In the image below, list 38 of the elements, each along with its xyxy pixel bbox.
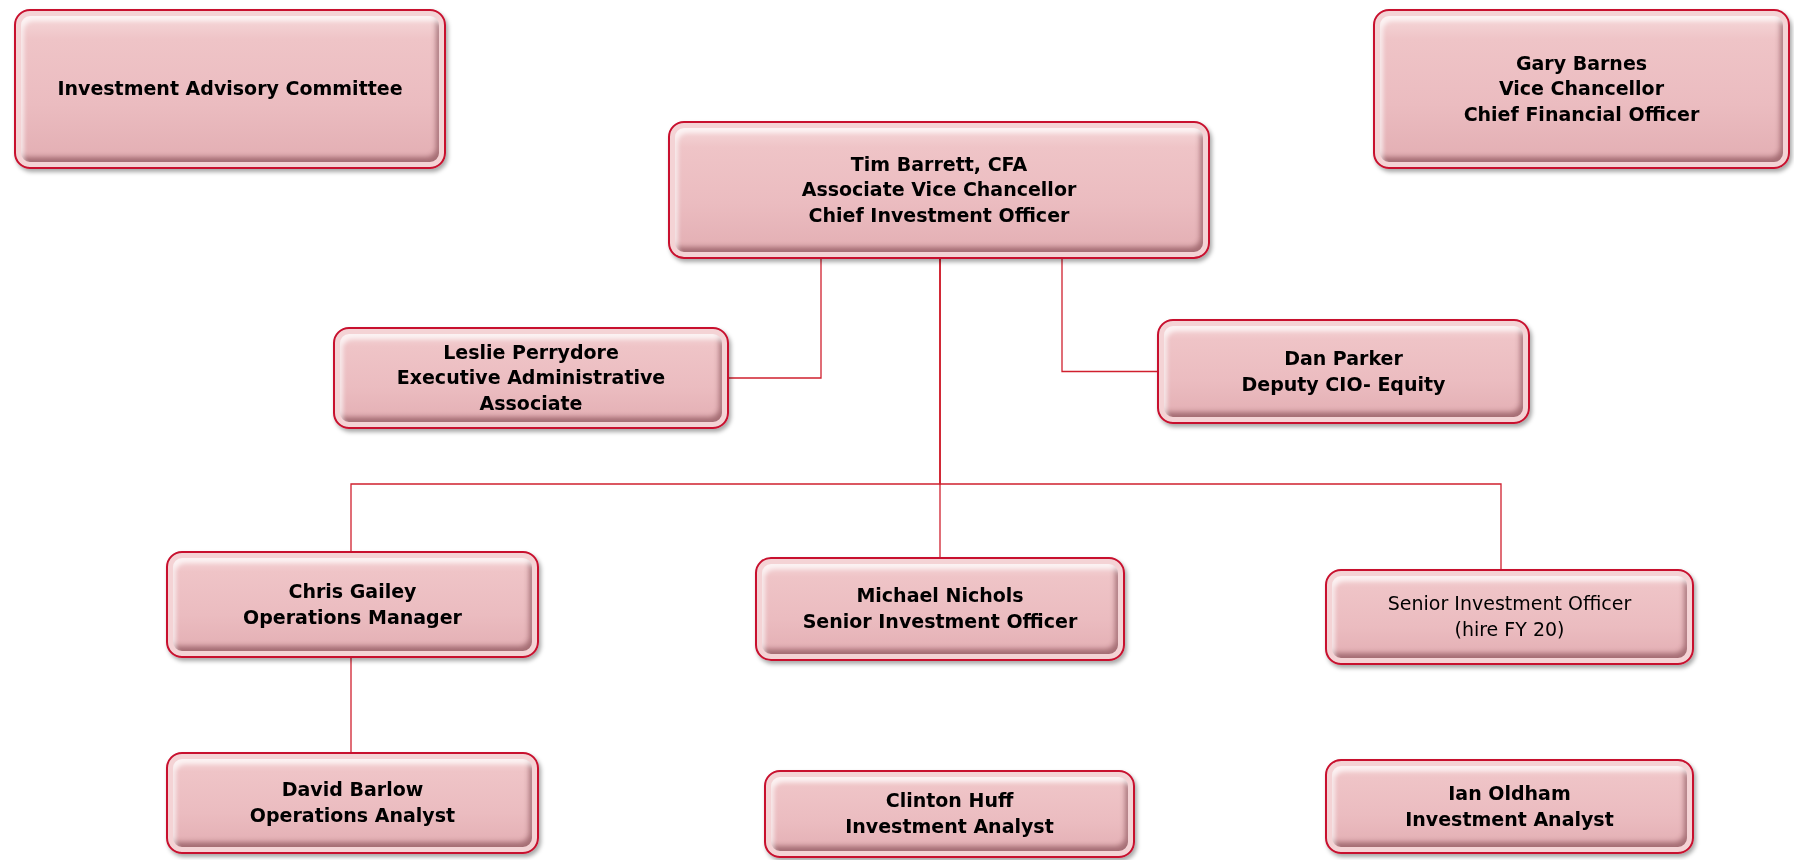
- position-text: Operations Manager: [243, 604, 462, 630]
- position-text: Investment Advisory Committee: [57, 76, 403, 102]
- position-box: [1325, 759, 1694, 854]
- position-text: Gary Barnes: [1515, 50, 1648, 76]
- position-text: Chief Financial Officer: [1463, 101, 1700, 127]
- position-text: Associate Vice Chancellor: [801, 177, 1077, 203]
- position-text: Clinton Huff: [885, 788, 1014, 814]
- connector-line: [1061, 258, 1158, 373]
- position-text: Senior Investment Officer: [802, 609, 1078, 634]
- position-text: Senior Investment Officer: [1387, 591, 1632, 617]
- position-text: Operations Analyst: [249, 803, 456, 828]
- connector-line: [939, 258, 1502, 570]
- position-text: Michael Nichols: [856, 583, 1024, 609]
- position-box: [166, 752, 539, 854]
- position-text: Investment Analyst: [1405, 806, 1614, 832]
- position-text: Vice Chancellor: [1498, 76, 1665, 102]
- position-text: Tim Barrett, CFA: [850, 151, 1028, 177]
- connector-line: [728, 258, 822, 379]
- position-text: Chris Gailey: [288, 578, 417, 604]
- position-box: [166, 551, 539, 658]
- connector-line: [350, 657, 352, 753]
- position-text: Executive Administrative Associate: [395, 365, 667, 416]
- position-text: Dan Parker: [1284, 345, 1403, 371]
- position-text: Deputy CIO- Equity: [1241, 371, 1446, 397]
- position-box: [668, 121, 1210, 259]
- position-box: [333, 327, 729, 429]
- position-box: [755, 557, 1125, 661]
- position-text: Investment Analyst: [845, 814, 1054, 839]
- position-text: (hire FY 20): [1454, 617, 1565, 642]
- position-text: Leslie Perrydore: [443, 339, 619, 365]
- position-box: [1373, 9, 1790, 169]
- position-text: David Barlow: [281, 777, 424, 803]
- position-text: Chief Investment Officer: [808, 202, 1070, 228]
- position-box: [14, 9, 446, 169]
- position-box: [1325, 569, 1694, 665]
- position-box: [764, 770, 1135, 858]
- position-text: Ian Oldham: [1448, 780, 1571, 806]
- position-box: [1157, 319, 1530, 424]
